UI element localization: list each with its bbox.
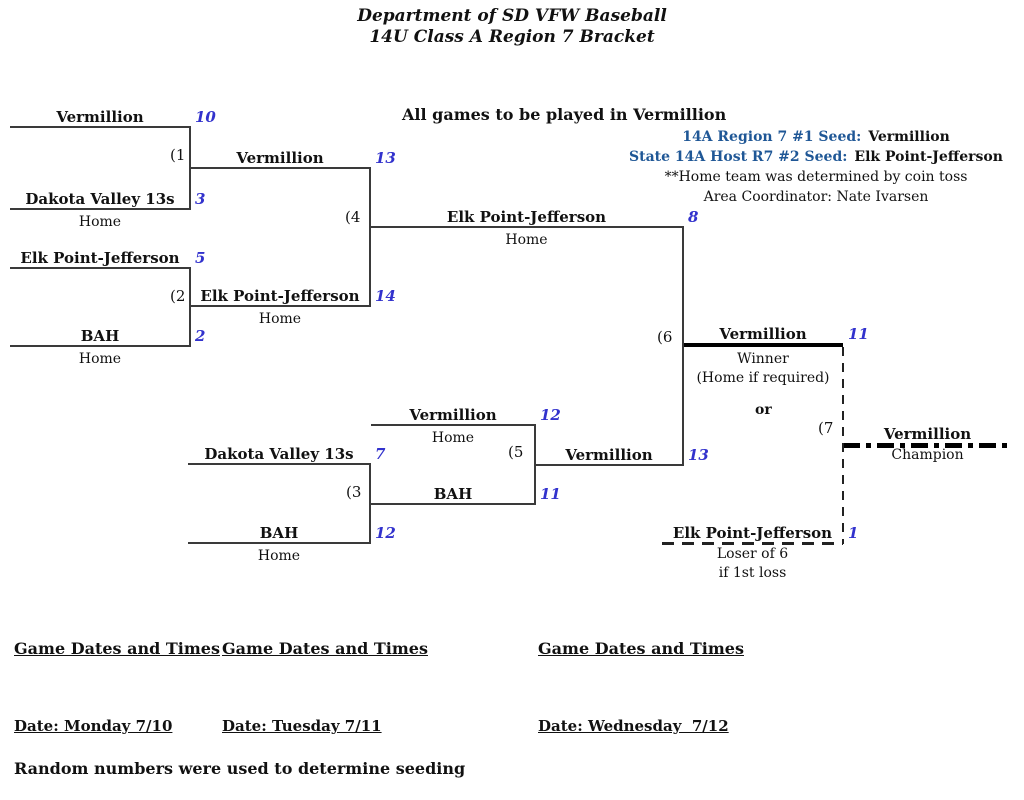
- schedule-date: Date: Monday 7/10: [14, 717, 173, 735]
- slot-champion: Vermillion Champion: [843, 425, 1012, 464]
- game7-label: (7: [818, 419, 834, 437]
- team-name: Vermillion: [683, 325, 843, 347]
- schedule-header: Game Dates and Times: [14, 639, 220, 658]
- seed1-team: Vermillion: [868, 129, 950, 145]
- team-score: 8: [688, 208, 699, 226]
- slot-game2-team2: BAH 2 Home: [10, 327, 205, 368]
- team-name: Elk Point-Jefferson: [370, 208, 683, 228]
- slot-game4-winner: Elk Point-Jefferson 8 Home: [370, 208, 698, 249]
- team-name: BAH: [188, 524, 370, 544]
- seed2-line: State 14A Host R7 #2 Seed: Elk Point-Jeff…: [620, 147, 1012, 167]
- seed2-label: State 14A Host R7 #2 Seed:: [629, 149, 848, 165]
- schedule-column-3: Game Dates and Times Date: Wednesday 7/1…: [538, 604, 749, 800]
- team-score: 2: [195, 327, 206, 345]
- home-label: Home: [78, 351, 122, 367]
- team-name: Elk Point-Jefferson: [672, 524, 833, 542]
- slot-game2-team1: Elk Point-Jefferson 5: [10, 249, 205, 269]
- home-label: Home: [257, 548, 301, 564]
- slot-game4-team2: Elk Point-Jefferson 14 Home: [190, 287, 396, 328]
- title-line-1: Department of SD VFW Baseball: [357, 6, 667, 26]
- team-score: 10: [195, 108, 216, 126]
- team-score: 7: [375, 445, 386, 463]
- slot-game3-team1: Dakota Valley 13s 7: [188, 445, 385, 465]
- slot-loser-of-6: Elk Point-Jefferson 1 Loser of 6 if 1st …: [662, 524, 858, 582]
- schedule-column-1: Game Dates and Times Date: Monday 7/10 G…: [14, 604, 220, 800]
- game5-label: (5: [508, 443, 524, 461]
- document-title: Department of SD VFW Baseball 14U Class …: [262, 6, 762, 48]
- bracket-connector-game7: [842, 347, 844, 544]
- team-name: Elk Point-Jefferson: [10, 249, 190, 269]
- schedule-header: Game Dates and Times: [538, 639, 744, 658]
- home-label: Home: [78, 214, 122, 230]
- team-name: Dakota Valley 13s: [10, 190, 190, 210]
- seeding-note: Random numbers were used to determine se…: [14, 759, 466, 778]
- home-if-required-label: (Home if required): [696, 370, 830, 386]
- coordinator-note: Area Coordinator: Nate Ivarsen: [703, 189, 929, 205]
- bracket-connector-game6: [682, 226, 684, 466]
- slot-game5-team2: BAH 11: [371, 485, 561, 505]
- game1-label: (1: [170, 146, 186, 164]
- slot-game1-team1: Vermillion 10: [10, 108, 216, 128]
- team-score: 14: [375, 287, 396, 305]
- team-name: Vermillion: [883, 425, 972, 443]
- champion-label: Champion: [891, 447, 964, 463]
- schedule-games: Game 7 - 6 PM (If required): [538, 774, 749, 800]
- game3-label: (3: [346, 483, 362, 501]
- team-name: BAH: [10, 327, 190, 347]
- home-label: Home: [505, 232, 548, 248]
- loser-line: [662, 542, 843, 545]
- team-score: 5: [195, 249, 206, 267]
- home-label: Home: [431, 430, 475, 446]
- seed1-label: 14A Region 7 #1 Seed:: [682, 129, 862, 145]
- team-name: BAH: [371, 485, 535, 505]
- if-first-loss-label: if 1st loss: [718, 565, 787, 581]
- team-name: Vermillion: [535, 446, 683, 466]
- team-score: 1: [848, 524, 859, 542]
- team-name: Vermillion: [10, 108, 190, 128]
- loser-of-6-label: Loser of 6: [716, 546, 789, 562]
- team-score: 11: [848, 325, 869, 343]
- team-score: 11: [540, 485, 561, 503]
- slot-game4-team1: Vermillion 13: [190, 149, 396, 169]
- team-score: 13: [688, 446, 709, 464]
- team-score: 13: [375, 149, 396, 167]
- team-score: 12: [540, 406, 561, 424]
- schedule-column-2: Game Dates and Times Date: Tuesday 7/11 …: [222, 604, 428, 800]
- seed1-line: 14A Region 7 #1 Seed: Vermillion: [620, 127, 1012, 147]
- bracket-connector-game3: [369, 463, 371, 544]
- bracket-connector-game5: [534, 424, 536, 505]
- slot-game6-winner: Vermillion 11 Winner (Home if required): [683, 325, 869, 387]
- slot-game3-team2: BAH 12 Home: [188, 524, 396, 565]
- team-name: Dakota Valley 13s: [188, 445, 370, 465]
- bracket-connector-game2: [189, 267, 191, 347]
- slot-game1-team2: Dakota Valley 13s 3 Home: [10, 190, 205, 231]
- game6-label: (6: [657, 328, 673, 346]
- venue-note: All games to be played in Vermillion: [402, 105, 727, 124]
- champion-line: [843, 443, 1012, 448]
- team-score: 3: [195, 190, 206, 208]
- game2-label: (2: [170, 287, 186, 305]
- team-name: Vermillion: [371, 406, 535, 426]
- schedule-header: Game Dates and Times: [222, 639, 428, 658]
- team-name: Vermillion: [190, 149, 370, 169]
- bracket-connector-game1: [189, 126, 191, 210]
- seed2-team: Elk Point-Jefferson: [854, 149, 1003, 165]
- team-score: 12: [375, 524, 396, 542]
- slot-game5-team1: Vermillion 12 Home: [371, 406, 561, 447]
- seed-notes: 14A Region 7 #1 Seed: Vermillion State 14…: [620, 127, 1012, 207]
- winner-label: Winner: [737, 351, 789, 367]
- schedule-date: Date: Tuesday 7/11: [222, 717, 382, 735]
- team-name: Elk Point-Jefferson: [190, 287, 370, 307]
- bracket-connector-game4: [369, 167, 371, 307]
- home-label: Home: [258, 311, 302, 327]
- or-text: or: [755, 402, 772, 418]
- title-line-2: 14U Class A Region 7 Bracket: [369, 27, 655, 47]
- schedule-date: Date: Wednesday 7/12: [538, 717, 729, 735]
- game4-label: (4: [345, 208, 361, 226]
- slot-game5-winner: Vermillion 13: [535, 446, 709, 466]
- coin-toss-note: **Home team was determined by coin toss: [664, 169, 968, 185]
